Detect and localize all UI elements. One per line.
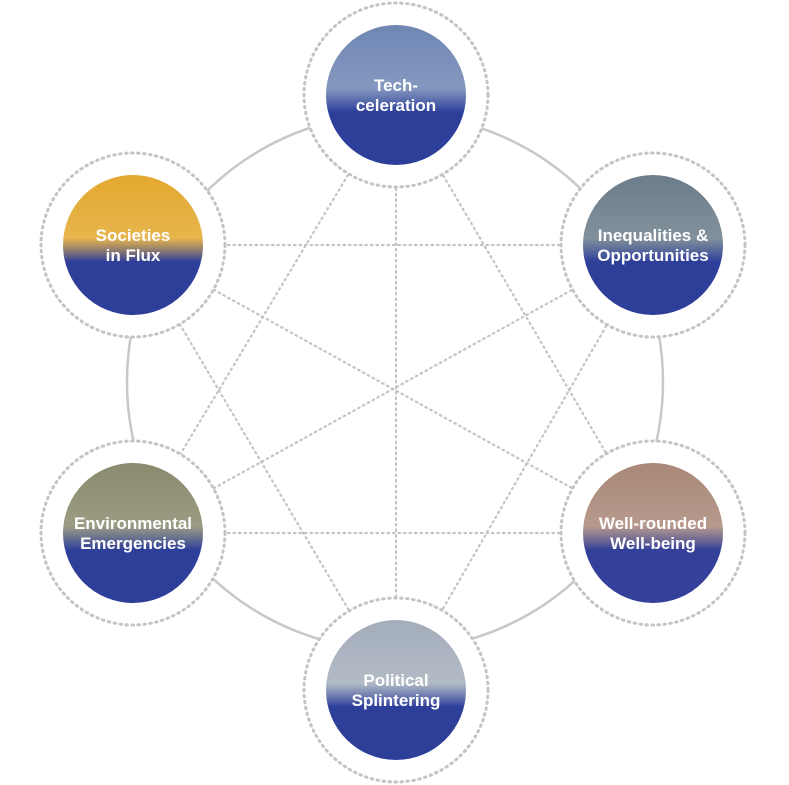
node-photo-circle	[326, 620, 466, 760]
node-dotted-border	[39, 439, 227, 627]
node-photo-circle	[63, 175, 203, 315]
node-label-line: Opportunities	[597, 246, 708, 265]
connector-line	[131, 243, 655, 535]
node-dotted-border	[39, 151, 227, 339]
node-label-line: Tech-	[374, 76, 418, 95]
node-photo-circle	[326, 25, 466, 165]
node-photo-circle	[583, 463, 723, 603]
node-label-line: Inequalities &	[598, 226, 709, 245]
node-label-line: Well-rounded	[599, 514, 707, 533]
node-label-line: Emergencies	[80, 534, 186, 553]
node-label-line: Political	[363, 671, 428, 690]
node-dotted-border	[302, 1, 490, 189]
node-label-line: Well-being	[610, 534, 696, 553]
node-label-line: celeration	[356, 96, 436, 115]
node-label-line: Splintering	[352, 691, 441, 710]
node-label-line: Environmental	[74, 514, 192, 533]
node-photo-circle	[583, 175, 723, 315]
node-label-line: Societies	[96, 226, 171, 245]
node-photo-circle	[63, 463, 203, 603]
node-techceleration: Tech-celeration	[302, 1, 490, 189]
node-dotted-border	[302, 596, 490, 784]
node-label-line: in Flux	[106, 246, 161, 265]
node-dotted-border	[559, 439, 747, 627]
node-dotted-border	[559, 151, 747, 339]
node-inequalities-opportunities: Inequalities &Opportunities	[559, 151, 747, 339]
